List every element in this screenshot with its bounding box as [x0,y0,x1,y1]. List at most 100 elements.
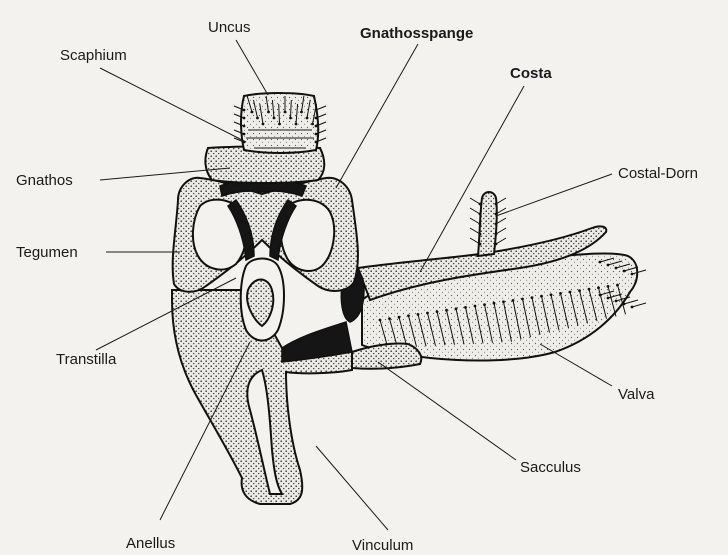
bristle-socket [495,243,498,246]
bristle-socket [479,243,482,246]
bristle-socket [631,306,634,309]
bristle-socket [315,133,318,136]
bristle-socket [495,213,498,216]
label-costa: Costa [510,65,552,82]
bristle-socket [521,298,524,301]
bristle-socket [289,117,292,120]
bristle-socket [315,141,318,144]
bristle-socket [607,285,610,288]
bristle-socket [495,233,498,236]
leader-sacculus [378,362,516,460]
bristle-socket [474,305,477,308]
bristle-socket [599,294,602,297]
bristle-socket [278,123,281,126]
bristle [632,303,646,307]
label-uncus: Uncus [208,19,251,36]
label-anellus: Anellus [126,535,175,552]
bristle-socket [607,297,610,300]
bristle-socket [243,133,246,136]
bristle-socket [623,303,626,306]
bristle-socket [631,273,634,276]
bristle-socket [615,300,618,303]
bristle-socket [599,261,602,264]
bristle-socket [243,125,246,128]
bristle-socket [398,316,401,319]
bristle-socket [479,223,482,226]
bristle [316,106,326,110]
bristle-socket [243,109,246,112]
label-costal-dorn: Costal-Dorn [618,165,698,182]
bristle-socket [273,117,276,120]
bristle-socket [311,123,314,126]
bristle-socket [578,289,581,292]
leader-uncus [236,40,268,95]
bristle-socket [256,117,259,120]
leader-scaphium [100,68,246,142]
label-sacculus: Sacculus [520,459,581,476]
label-tegumen: Tegumen [16,244,78,261]
bristle [470,208,480,214]
bristle-socket [445,309,448,312]
bristle-socket [243,117,246,120]
bristle-socket [483,303,486,306]
label-valva: Valva [618,386,655,403]
bristle-socket [267,111,270,114]
label-gnathos: Gnathos [16,172,73,189]
bristle-socket [493,302,496,305]
bristle [470,228,480,234]
leader-costa [420,86,524,272]
bristle-socket [495,223,498,226]
bristle-socket [616,284,619,287]
label-gnathosspange: Gnathosspange [360,25,473,42]
bristle [470,198,480,204]
bristle-socket [417,313,420,316]
bristle-socket [479,203,482,206]
bristle [470,218,480,224]
label-transtilla: Transtilla [56,351,117,368]
bristle-socket [512,299,515,302]
leader-costal-dorn [496,174,612,216]
leader-valva [540,344,612,386]
bristle-socket [607,264,610,267]
bristle-socket [455,307,458,310]
bristle-socket [379,319,382,322]
bristle-socket [306,117,309,120]
bristle-socket [531,296,534,299]
bristle-socket [540,295,543,298]
bristle [496,238,506,244]
bristle-socket [479,233,482,236]
bristle-socket [588,288,591,291]
label-scaphium: Scaphium [60,47,127,64]
bristle-socket [407,314,410,317]
bristle-socket [495,203,498,206]
bristle-socket [251,111,254,114]
bristle-socket [315,117,318,120]
sacculus-shape [352,343,421,368]
bristle [496,198,506,204]
bristle-socket [597,286,600,289]
bristle-socket [569,291,572,294]
bristle-socket [479,213,482,216]
bristle-socket [615,267,618,270]
bristle-socket [426,312,429,315]
bristle [624,300,638,304]
leader-vinculum [316,446,388,530]
bristle-socket [315,125,318,128]
bristle-socket [300,111,303,114]
bristle-socket [559,292,562,295]
bristle-socket [464,306,467,309]
bristle-socket [295,123,298,126]
bristle [496,228,506,234]
bristle-socket [262,123,265,126]
bristle-socket [388,317,391,320]
leader-gnathosspange [336,44,418,188]
label-vinculum: Vinculum [352,537,413,554]
bristle-socket [550,293,553,296]
bristle-socket [284,111,287,114]
bristle-socket [623,270,626,273]
bristle-socket [502,300,505,303]
bristle-socket [315,109,318,112]
bristle-socket [436,310,439,313]
drawing [172,93,646,504]
